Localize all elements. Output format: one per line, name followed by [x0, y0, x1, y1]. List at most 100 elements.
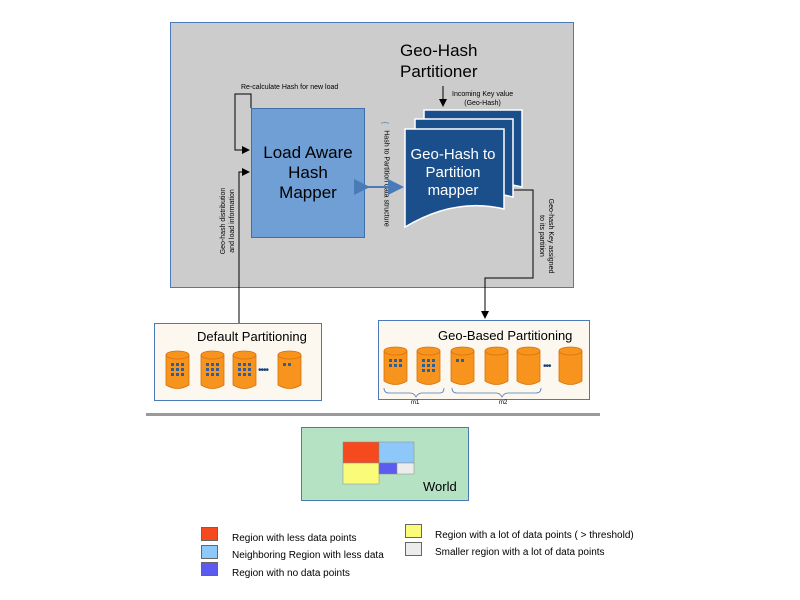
- brace-top: ︷: [381, 116, 389, 125]
- data-point-dot: [394, 364, 397, 367]
- data-point-dot: [243, 368, 246, 371]
- data-point-dot: [248, 373, 251, 376]
- assigned-arrow: [481, 189, 534, 319]
- mapper-line1: Load Aware: [263, 143, 353, 162]
- data-point-dot: [389, 364, 392, 367]
- data-point-dot: [427, 359, 430, 362]
- data-point-dot: [422, 369, 425, 372]
- data-point-dot: [238, 368, 241, 371]
- recalculate-label: Re-calculate Hash for new load: [241, 84, 339, 91]
- geo-mapper-line3: mapper: [427, 182, 479, 199]
- partition-cylinder: [484, 346, 509, 385]
- region-lot-of-data: [342, 462, 380, 485]
- geo-hash-partition-mapper-shape: [404, 109, 523, 229]
- legend-label-neighbor: Neighboring Region with less data: [232, 550, 384, 561]
- region-smaller-lot-of-data: [396, 462, 415, 475]
- data-point-dot: [456, 359, 459, 362]
- legend-swatch-neighbor: [201, 545, 218, 559]
- data-point-dot: [216, 373, 219, 376]
- partition-cylinder: [450, 346, 475, 385]
- legend-swatch-smaller: [405, 542, 422, 556]
- region-no-data: [378, 462, 398, 475]
- group-label-m1: m1: [411, 400, 420, 406]
- data-point-dot: [288, 363, 291, 366]
- partition-cylinder: [232, 350, 257, 389]
- load-aware-hash-mapper: Load Aware Hash Mapper: [251, 108, 365, 238]
- legend-swatch-no-data: [201, 562, 218, 576]
- data-point-dot: [422, 359, 425, 362]
- world-box: World: [301, 427, 469, 501]
- mapper-line2: Hash: [288, 163, 328, 182]
- data-point-dot: [394, 359, 397, 362]
- data-point-dot: [238, 363, 241, 366]
- data-point-dot: [176, 363, 179, 366]
- geo-mapper-line1: Geo-Hash to: [410, 146, 496, 163]
- data-point-dot: [206, 368, 209, 371]
- incoming-key-label: Incoming Key value (Geo-Hash): [452, 90, 513, 108]
- data-point-dot: [432, 369, 435, 372]
- data-point-dot: [248, 363, 251, 366]
- data-point-dot: [181, 363, 184, 366]
- legend-label-lot-of-data: Region with a lot of data points ( > thr…: [435, 530, 634, 541]
- data-point-dot: [171, 373, 174, 376]
- partition-cylinder: [416, 346, 441, 385]
- data-point-dot: [171, 363, 174, 366]
- partition-cylinder: [516, 346, 541, 385]
- geo-dots: •••: [543, 361, 551, 372]
- data-point-dot: [181, 373, 184, 376]
- data-point-dot: [389, 359, 392, 362]
- region-neighbor-less-data: [378, 441, 415, 464]
- data-point-dot: [211, 368, 214, 371]
- legend-swatch-less-data: [201, 527, 218, 541]
- default-dots: ••••: [258, 365, 269, 376]
- data-point-dot: [176, 373, 179, 376]
- partitioner-title: Geo-Hash Partitioner: [400, 40, 477, 82]
- incoming-key-line2: (Geo-Hash): [464, 100, 501, 107]
- partition-cylinder: [558, 346, 583, 385]
- data-point-dot: [399, 364, 402, 367]
- partition-cylinder: [277, 350, 302, 389]
- data-point-dot: [461, 359, 464, 362]
- legend-swatch-lot-of-data: [405, 524, 422, 538]
- data-point-dot: [248, 368, 251, 371]
- legend-label-smaller: Smaller region with a lot of data points: [435, 547, 605, 558]
- geo-partitioning-box: [378, 320, 590, 400]
- group-brace-m1: [383, 387, 445, 398]
- recalc-arrow: [234, 93, 252, 154]
- data-point-dot: [422, 364, 425, 367]
- data-point-dot: [206, 363, 209, 366]
- data-point-dot: [216, 368, 219, 371]
- data-point-dot: [206, 373, 209, 376]
- data-point-dot: [243, 373, 246, 376]
- partitioner-title-line1: Geo-Hash: [400, 41, 478, 60]
- distribution-arrow: [238, 168, 250, 323]
- data-point-dot: [427, 369, 430, 372]
- section-divider: [146, 413, 600, 416]
- data-point-dot: [171, 368, 174, 371]
- data-point-dot: [238, 373, 241, 376]
- world-label: World: [423, 479, 457, 494]
- data-point-dot: [243, 363, 246, 366]
- group-brace-m2: [451, 387, 542, 398]
- data-point-dot: [181, 368, 184, 371]
- data-point-dot: [211, 363, 214, 366]
- data-point-dot: [211, 373, 214, 376]
- group-label-m2: m2: [499, 400, 508, 406]
- world-regions-map: [342, 441, 415, 485]
- geo-hash-mapper-label: Geo-Hash to Partition mapper: [403, 146, 503, 200]
- incoming-key-line1: Incoming Key value: [452, 91, 514, 98]
- legend-label-less-data: Region with less data points: [232, 533, 357, 544]
- data-point-dot: [399, 359, 402, 362]
- legend-label-no-data: Region with no data points: [232, 568, 350, 579]
- partition-cylinder: [200, 350, 225, 389]
- geo-partitioning-title: Geo-Based Partitioning: [438, 328, 573, 343]
- region-less-data: [342, 441, 380, 464]
- default-partitioning-title: Default Partitioning: [197, 329, 307, 344]
- data-point-dot: [176, 368, 179, 371]
- data-point-dot: [283, 363, 286, 366]
- partition-cylinder: [383, 346, 408, 385]
- data-point-dot: [432, 364, 435, 367]
- partitioner-title-line2: Partitioner: [400, 62, 478, 81]
